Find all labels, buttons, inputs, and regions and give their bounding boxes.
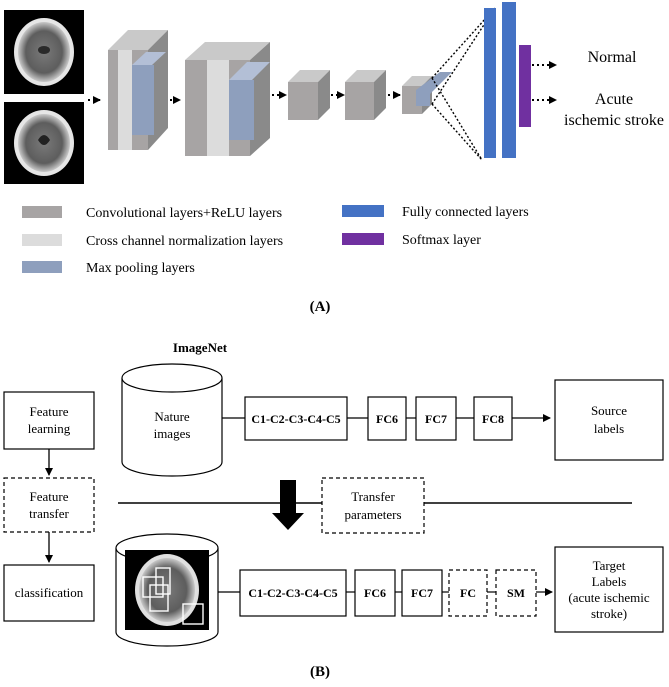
step-feature-transfer xyxy=(3,477,95,533)
legend-swatch-pool xyxy=(22,261,62,273)
imagenet-label: ImageNet xyxy=(173,340,228,355)
layer-block-3 xyxy=(288,70,330,120)
source-labels-line-1: Source xyxy=(591,403,627,418)
source-labels-box xyxy=(554,379,664,461)
step-feature-learning xyxy=(3,391,95,450)
legend-label-softmax: Softmax layer xyxy=(402,233,481,248)
target-conv-block xyxy=(239,569,347,617)
transfer-arrow xyxy=(272,480,304,530)
target-labels-line-2: Labels xyxy=(592,574,627,589)
projection-lines xyxy=(431,7,496,161)
source-db-label-1: Nature xyxy=(154,409,190,424)
output-ischemic-stroke: ischemic stroke xyxy=(564,112,664,129)
source-fc6-block xyxy=(367,396,407,441)
layer-block-5 xyxy=(402,72,452,114)
layer-block-4 xyxy=(345,70,386,120)
layer-block-1 xyxy=(108,30,168,150)
target-ct-image xyxy=(125,550,209,630)
legend-swatch-fc xyxy=(342,205,384,217)
legend-label-norm: Cross channel normalization layers xyxy=(86,234,283,249)
target-fc7-block xyxy=(401,569,443,617)
target-conv-label: C1-C2-C3-C4-C5 xyxy=(248,586,337,600)
target-fc7-label: FC7 xyxy=(411,586,433,600)
transfer-label-2: parameters xyxy=(344,507,401,522)
legend-label-fc: Fully connected layers xyxy=(402,205,529,220)
source-database xyxy=(121,363,223,477)
target-fc6-label: FC6 xyxy=(364,586,386,600)
output-normal: Normal xyxy=(588,49,637,66)
legend-swatch-conv xyxy=(22,206,62,218)
step-classification-label: classification xyxy=(15,585,84,600)
target-fc-block xyxy=(448,569,488,617)
legend: Convolutional layers+ReLU layers Cross c… xyxy=(22,205,529,276)
legend-label-pool: Max pooling layers xyxy=(86,261,195,276)
source-fc6-label: FC6 xyxy=(376,412,398,426)
caption-a: (A) xyxy=(310,299,331,315)
legend-swatch-softmax xyxy=(342,233,384,245)
ct-scan-image-bottom xyxy=(4,102,84,184)
output-acute: Acute xyxy=(595,91,633,108)
softmax-layer xyxy=(519,45,531,127)
source-conv-block xyxy=(244,396,348,441)
source-labels-line-2: labels xyxy=(594,421,624,436)
source-fc8-block xyxy=(473,396,513,441)
source-conv-label: C1-C2-C3-C4-C5 xyxy=(251,412,340,426)
target-labels-line-4: stroke) xyxy=(591,606,627,621)
caption-b: (B) xyxy=(310,664,330,680)
transfer-label-1: Transfer xyxy=(351,489,395,504)
source-db-label-2: images xyxy=(154,426,191,441)
source-fc7-label: FC7 xyxy=(425,412,447,426)
target-fc-label: FC xyxy=(460,586,476,600)
legend-label-conv: Convolutional layers+ReLU layers xyxy=(86,206,282,221)
layer-block-2 xyxy=(185,42,270,156)
target-fc6-block xyxy=(354,569,396,617)
legend-swatch-norm xyxy=(22,234,62,246)
panel-a: Normal Acute ischemic stroke Convolution… xyxy=(4,2,664,315)
step-classification xyxy=(3,564,95,622)
target-labels-line-3: (acute ischemic xyxy=(568,590,649,605)
source-fc7-block xyxy=(415,396,457,441)
fc-layer-2 xyxy=(502,2,516,158)
flow-arrows xyxy=(88,61,557,104)
target-sm-block xyxy=(495,569,537,617)
fc-layer-1 xyxy=(484,8,496,158)
target-labels-line-1: Target xyxy=(593,558,626,573)
target-sm-label: SM xyxy=(507,586,525,600)
ct-scan-image-top xyxy=(4,10,84,94)
transfer-parameters-box xyxy=(321,477,425,534)
source-fc8-label: FC8 xyxy=(482,412,504,426)
target-labels-box xyxy=(554,546,664,633)
